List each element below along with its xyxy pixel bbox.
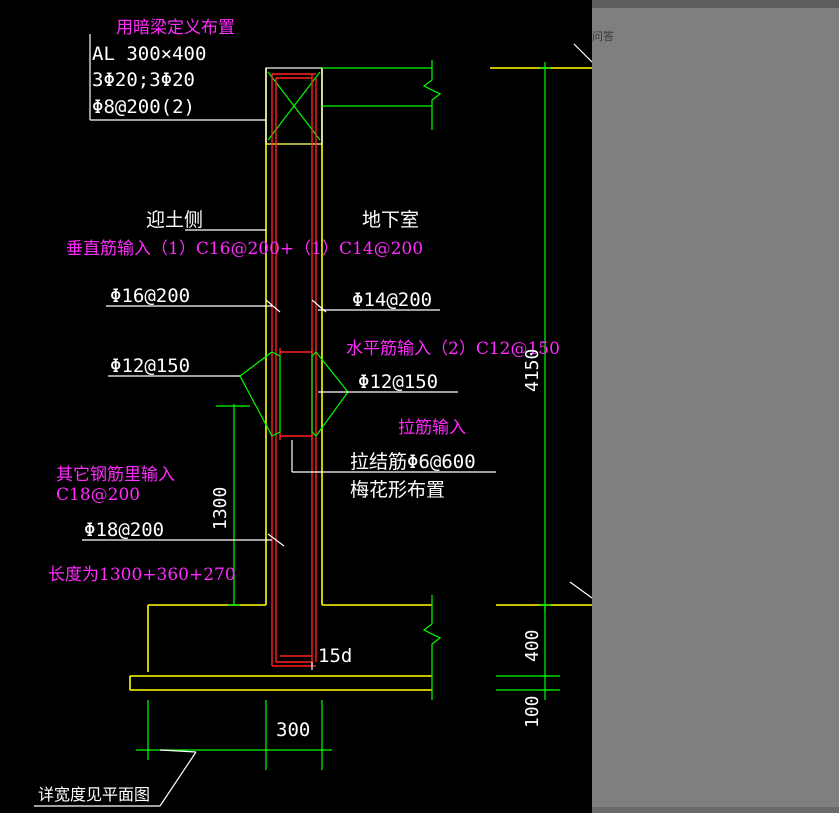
concrete-outline [129,67,592,691]
rebar-cage [271,73,317,667]
anchor-length: 15d [318,645,352,667]
annotation-tie: 拉筋输入 [398,418,466,438]
footing-note: 详宽度见平面图 [38,785,150,804]
tie-rebar-layout: 梅花形布置 [350,479,445,501]
annotation-length: 长度为1300+360+270 [48,565,236,585]
side-panel: 问答 [592,0,839,813]
annotation-other-1: 其它钢筋里输入 [56,465,175,485]
dim-100: 100 [522,695,543,728]
hidden-beam [265,67,323,145]
annotation-other-2: C18@200 [56,485,140,505]
label-basement: 地下室 [362,209,419,231]
level-markers [569,43,592,599]
label-soil-side: 迎土侧 [146,209,203,231]
beam-spec-line-2: 3Φ20;3Φ20 [92,69,195,91]
annotation-vertical: 垂直筋输入（1）C16@200+（1）C14@200 [66,239,423,259]
beam-spec-line-1: AL 300×400 [92,43,206,65]
dim-1300: 1300 [210,487,231,530]
side-panel-top-bar [592,0,839,8]
side-panel-bottom-bar [592,807,839,813]
wall-section-drawing: 用暗梁定义布置 垂直筋输入（1）C16@200+（1）C14@200 水平筋输入… [34,18,592,807]
annotation-beam-def: 用暗梁定义布置 [116,18,235,38]
rebar-left-top: Φ16@200 [110,285,190,307]
leader-lines [34,34,496,807]
beam-spec-line-3: Φ8@200(2) [92,96,195,118]
rebar-right-top: Φ14@200 [352,289,432,311]
dim-400: 400 [522,629,543,662]
rebar-left-mid: Φ12@150 [110,355,190,377]
dim-4150: 4150 [522,349,543,392]
cad-canvas: 用暗梁定义布置 垂直筋输入（1）C16@200+（1）C14@200 水平筋输入… [0,0,592,813]
side-panel-hint: 问答 [592,30,614,43]
rebar-right-mid: Φ12@150 [358,371,438,393]
rebar-left-bottom: Φ18@200 [84,519,164,541]
annotation-horizontal: 水平筋输入（2）C12@150 [346,339,560,359]
dim-300: 300 [276,719,310,741]
tie-rebar-spec: 拉结筋Φ6@600 [350,451,476,473]
